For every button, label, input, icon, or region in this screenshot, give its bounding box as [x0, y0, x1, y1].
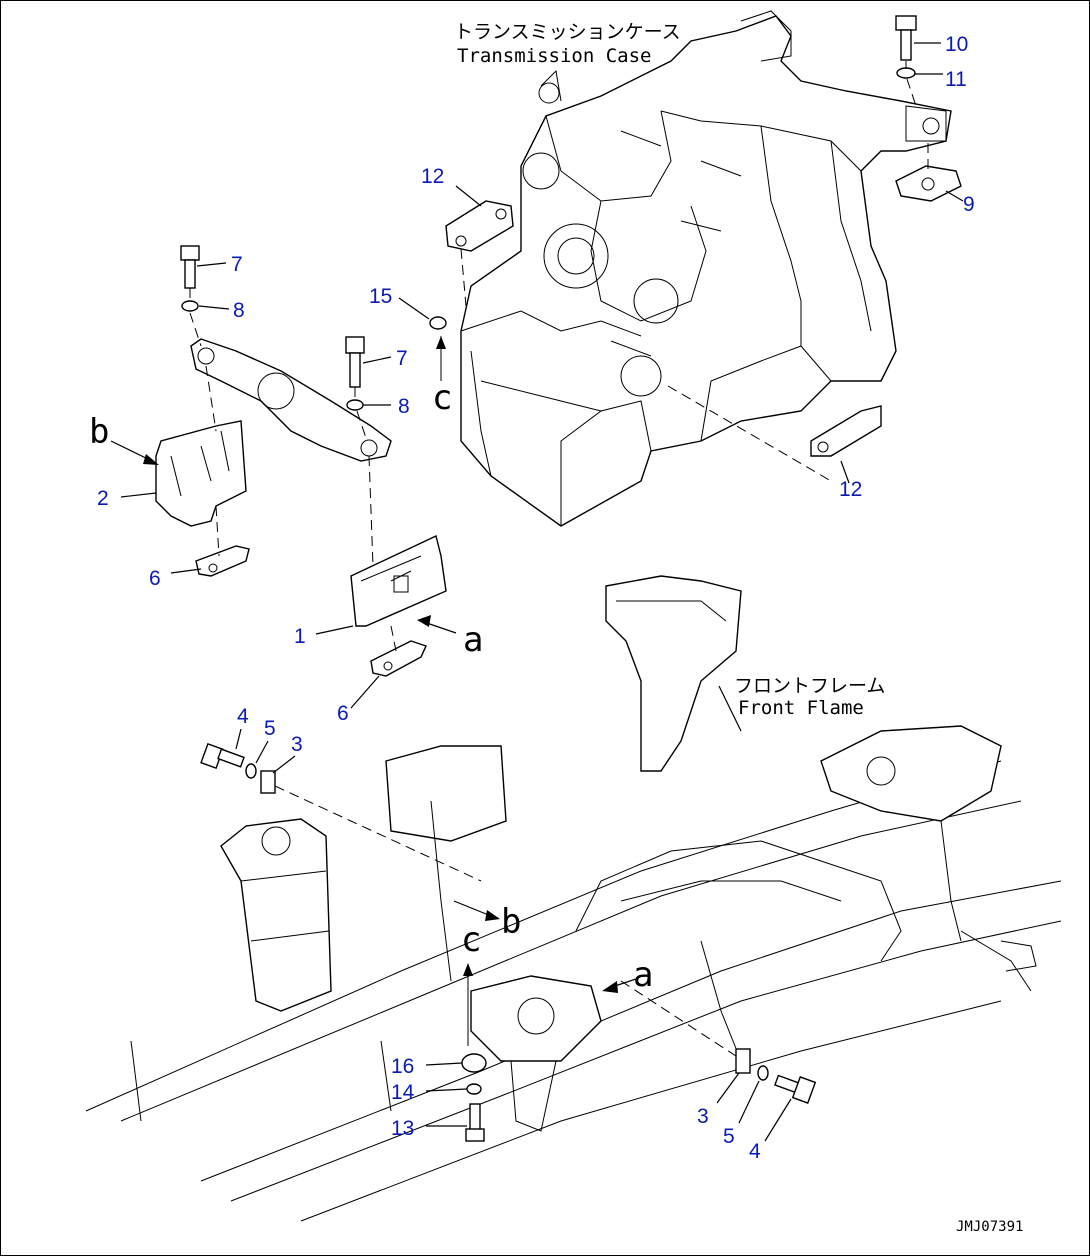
transmission-case — [460, 10, 952, 527]
bracket-12-upper — [445, 200, 514, 252]
plate-6-lower — [370, 640, 427, 677]
view-letter-c-upper: c — [432, 378, 452, 418]
washer-5-right — [757, 1065, 769, 1081]
plate-6-left — [195, 545, 250, 577]
block-3-right — [735, 1048, 751, 1074]
washer-8-left — [181, 300, 199, 312]
bolt-4-left — [200, 742, 245, 770]
washer-14 — [466, 1083, 482, 1095]
front-frame — [85, 575, 1062, 1222]
support-beam — [190, 338, 392, 462]
bolt-7-mid — [345, 336, 365, 388]
callout-12-upper: 12 — [421, 165, 444, 188]
callout-4-right: 4 — [749, 1140, 761, 1163]
callout-2: 2 — [97, 487, 109, 510]
callout-11: 11 — [945, 68, 967, 91]
mount-2 — [155, 420, 247, 527]
view-letter-b-upper: b — [89, 412, 109, 452]
view-letter-b-lower: b — [501, 902, 521, 942]
callout-1: 1 — [294, 625, 306, 648]
callout-10: 10 — [945, 33, 968, 56]
callout-15: 15 — [369, 285, 392, 308]
bolt-7-left — [180, 245, 200, 289]
caption-transmission-jp: トランスミッションケース — [454, 21, 681, 43]
callout-5-right: 5 — [723, 1125, 735, 1148]
bolt-13 — [465, 1103, 485, 1142]
callout-5-left: 5 — [264, 717, 276, 740]
washer-15 — [429, 316, 447, 330]
callout-12-lower: 12 — [839, 478, 862, 501]
callout-6-lower: 6 — [337, 702, 349, 725]
washer-11 — [896, 67, 916, 79]
rubber-16 — [461, 1053, 487, 1073]
arrow-c-top — [436, 336, 446, 349]
callout-6-left: 6 — [149, 567, 161, 590]
bracket-9 — [895, 165, 962, 202]
callout-9: 9 — [963, 193, 975, 216]
callout-3-left: 3 — [291, 733, 303, 756]
view-letter-c-lower: c — [461, 920, 481, 960]
callout-7-mid: 7 — [396, 347, 408, 370]
bracket-12-lower — [810, 405, 882, 457]
caption-transmission-en: Transmission Case — [457, 45, 651, 67]
mount-1 — [350, 535, 447, 627]
callout-4-left: 4 — [237, 705, 249, 728]
bolt-10 — [895, 15, 917, 61]
washer-5-left — [245, 763, 257, 779]
callout-7-left: 7 — [231, 253, 243, 276]
callout-14: 14 — [391, 1081, 415, 1104]
washer-8-mid — [346, 399, 364, 411]
bolt-4-right — [774, 1074, 817, 1104]
callout-3-right: 3 — [697, 1105, 709, 1128]
drawing-code: JMJ07391 — [956, 1219, 1023, 1235]
block-3-left — [260, 770, 276, 794]
view-letter-a-lower: a — [633, 955, 653, 995]
callout-8-left: 8 — [233, 299, 245, 322]
callout-8-mid: 8 — [398, 395, 410, 418]
callout-13: 13 — [391, 1117, 414, 1140]
arrow-c-bottom — [463, 963, 473, 976]
view-letter-a-upper: a — [463, 620, 483, 660]
callout-16: 16 — [391, 1055, 414, 1078]
caption-frame-en: Front Flame — [738, 697, 864, 719]
caption-frame-jp: フロントフレーム — [734, 675, 885, 697]
